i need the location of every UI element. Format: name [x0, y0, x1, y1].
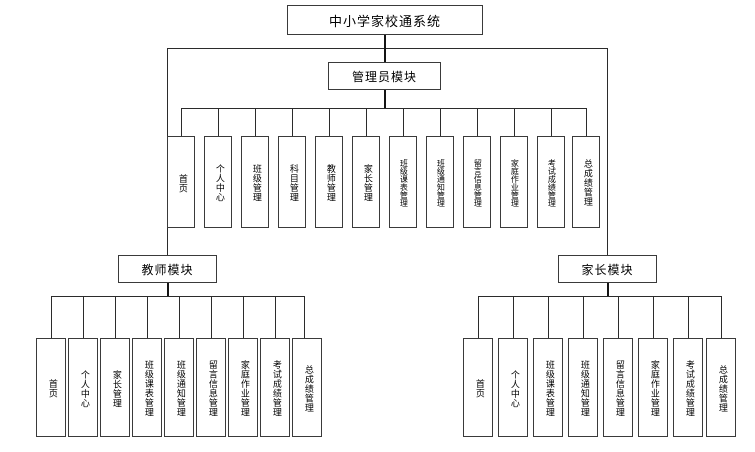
- connector-teacher-drop-7: [243, 296, 244, 338]
- connector-teacher-bar: [51, 296, 304, 297]
- connector-parent-drop-7: [688, 296, 689, 338]
- leaf-node-admin-2[interactable]: 个人中心: [204, 136, 232, 228]
- connector-parent-drop-6: [653, 296, 654, 338]
- connector-admin-drop-10: [514, 108, 515, 136]
- leaf-node-parent-1[interactable]: 首页: [463, 338, 493, 437]
- connector-teacher-drop-9: [304, 296, 305, 338]
- leaf-node-admin-7[interactable]: 班级课表管理: [389, 136, 417, 228]
- leaf-node-teacher-7[interactable]: 家庭作业管理: [228, 338, 258, 437]
- leaf-node-teacher-4[interactable]: 班级课表管理: [132, 338, 162, 437]
- connector-parent-drop-1: [478, 296, 479, 338]
- leaf-node-admin-8[interactable]: 班级通知管理: [426, 136, 454, 228]
- leaf-node-admin-5[interactable]: 教师管理: [315, 136, 343, 228]
- connector-teacher-drop-2: [83, 296, 84, 338]
- connector-admin-drop-4: [292, 108, 293, 136]
- leaf-node-admin-9[interactable]: 留言信息管理: [463, 136, 491, 228]
- leaf-node-parent-8[interactable]: 总成绩管理: [706, 338, 736, 437]
- connector-admin-to-bar: [384, 90, 386, 109]
- leaf-node-admin-1[interactable]: 首页: [167, 136, 195, 228]
- connector-root-to-bus: [384, 35, 386, 48]
- leaf-node-admin-10[interactable]: 家庭作业管理: [500, 136, 528, 228]
- connector-parent-drop-5: [618, 296, 619, 338]
- leaf-node-teacher-3[interactable]: 家长管理: [100, 338, 130, 437]
- connector-parent-drop-8: [721, 296, 722, 338]
- leaf-node-teacher-9[interactable]: 总成绩管理: [292, 338, 322, 437]
- leaf-node-teacher-6[interactable]: 留言信息管理: [196, 338, 226, 437]
- root-node-system[interactable]: 中小学家校通系统: [287, 5, 483, 35]
- connector-admin-drop-1: [181, 108, 182, 136]
- connector-parent-drop-3: [548, 296, 549, 338]
- module-node-parent[interactable]: 家长模块: [558, 255, 657, 283]
- leaf-node-admin-4[interactable]: 科目管理: [278, 136, 306, 228]
- leaf-node-parent-4[interactable]: 班级通知管理: [568, 338, 598, 437]
- connector-bus-to-parent: [607, 48, 608, 255]
- leaf-node-teacher-5[interactable]: 班级通知管理: [164, 338, 194, 437]
- connector-teacher-drop-4: [147, 296, 148, 338]
- leaf-node-parent-7[interactable]: 考试成绩管理: [673, 338, 703, 437]
- connector-admin-drop-9: [477, 108, 478, 136]
- connector-bus-to-admin: [384, 48, 386, 62]
- connector-admin-drop-3: [255, 108, 256, 136]
- leaf-node-parent-3[interactable]: 班级课表管理: [533, 338, 563, 437]
- connector-teacher-drop-6: [211, 296, 212, 338]
- connector-admin-bar: [181, 108, 586, 109]
- module-node-teacher[interactable]: 教师模块: [118, 255, 217, 283]
- connector-admin-drop-2: [218, 108, 219, 136]
- connector-teacher-drop-8: [275, 296, 276, 338]
- module-node-admin[interactable]: 管理员模块: [328, 62, 441, 90]
- connector-teacher-to-bar: [167, 283, 169, 296]
- leaf-node-admin-12[interactable]: 总成绩管理: [572, 136, 600, 228]
- leaf-node-teacher-2[interactable]: 个人中心: [68, 338, 98, 437]
- leaf-node-admin-11[interactable]: 考试成绩管理: [537, 136, 565, 228]
- connector-admin-drop-11: [551, 108, 552, 136]
- connector-admin-drop-5: [329, 108, 330, 136]
- connector-teacher-drop-3: [115, 296, 116, 338]
- connector-main-bus: [167, 48, 608, 49]
- leaf-node-parent-5[interactable]: 留言信息管理: [603, 338, 633, 437]
- connector-parent-drop-2: [513, 296, 514, 338]
- leaf-node-parent-6[interactable]: 家庭作业管理: [638, 338, 668, 437]
- leaf-node-parent-2[interactable]: 个人中心: [498, 338, 528, 437]
- connector-admin-drop-7: [403, 108, 404, 136]
- leaf-node-admin-6[interactable]: 家长管理: [352, 136, 380, 228]
- connector-admin-drop-12: [586, 108, 587, 136]
- connector-parent-bar: [478, 296, 721, 297]
- connector-parent-drop-4: [583, 296, 584, 338]
- leaf-node-admin-3[interactable]: 班级管理: [241, 136, 269, 228]
- leaf-node-teacher-1[interactable]: 首页: [36, 338, 66, 437]
- connector-parent-to-bar: [607, 283, 609, 296]
- connector-teacher-drop-1: [51, 296, 52, 338]
- connector-admin-drop-8: [440, 108, 441, 136]
- leaf-node-teacher-8[interactable]: 考试成绩管理: [260, 338, 290, 437]
- connector-teacher-drop-5: [179, 296, 180, 338]
- connector-admin-drop-6: [366, 108, 367, 136]
